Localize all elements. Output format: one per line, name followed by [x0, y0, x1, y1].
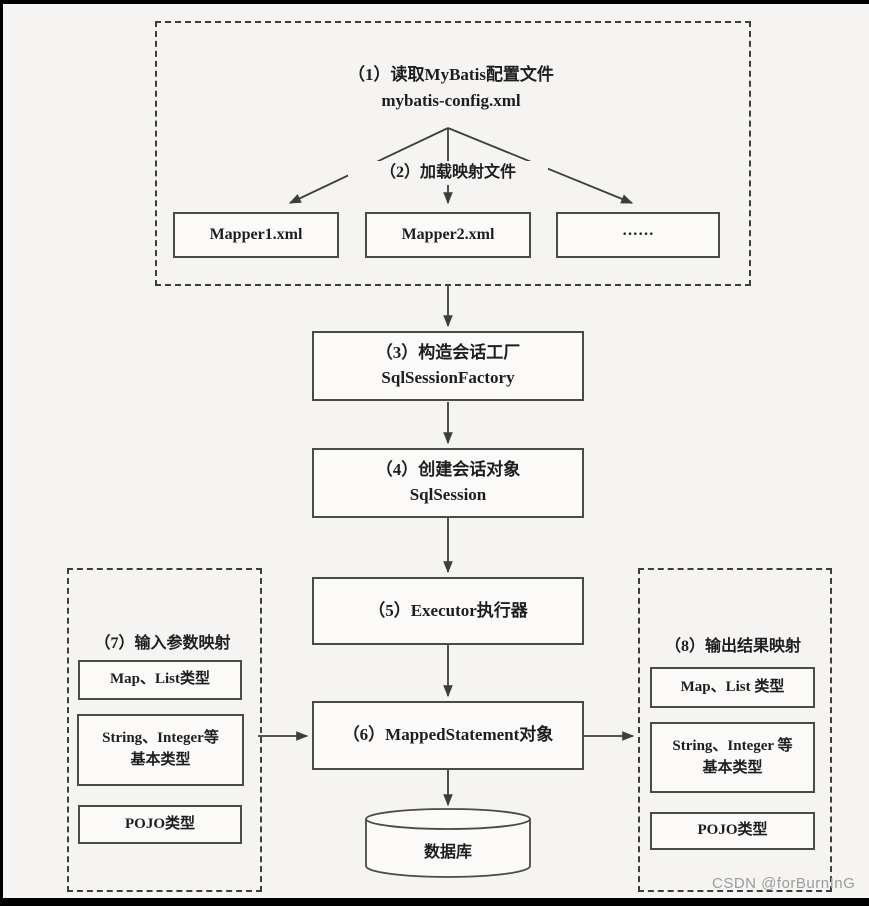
output-mapping-group: [638, 568, 832, 892]
config-load-group: [155, 21, 751, 286]
output-map-list-label: Map、List 类型: [680, 678, 785, 695]
output-string-integer-line2: 基本类型: [702, 759, 763, 776]
input-string-integer-line2: 基本类型: [130, 752, 191, 768]
input-map-list-label: Map、List类型: [109, 671, 210, 688]
step6-line1: （6）MappedStatement对象: [342, 725, 554, 745]
mapper1-box: Mapper1.xml: [173, 212, 339, 258]
step5-box: （5）Executor执行器: [312, 577, 584, 645]
input-group-title: （7）输入参数映射: [94, 635, 231, 652]
step5-line1: （5）Executor执行器: [368, 600, 528, 620]
mapper2-box: Mapper2.xml: [365, 212, 531, 258]
mapper2-label: Mapper2.xml: [401, 226, 495, 244]
mapper-ellipsis-box: ······: [556, 212, 720, 258]
input-string-integer-box: String、Integer等 基本类型: [77, 714, 244, 786]
output-string-integer-line1: String、Integer 等: [672, 737, 793, 754]
step1-label-line2: mybatis-config.xml: [381, 90, 521, 110]
step3-line1: （3）构造会话工厂: [375, 343, 521, 363]
frame-left-edge: [0, 0, 3, 906]
output-string-integer-box: String、Integer 等 基本类型: [650, 722, 815, 793]
input-pojo-box: POJO类型: [78, 805, 242, 844]
mapper-ellipsis-label: ······: [621, 226, 654, 244]
step1-label-line1: （1）读取MyBatis配置文件: [348, 65, 554, 84]
frame-bottom-edge: [0, 898, 869, 906]
frame-top-edge: [0, 0, 869, 4]
output-map-list-box: Map、List 类型: [650, 667, 815, 708]
input-mapping-group: [67, 568, 262, 892]
output-pojo-box: POJO类型: [650, 812, 815, 850]
step2-label: （2）加载映射文件: [348, 161, 548, 185]
mapper1-label: Mapper1.xml: [209, 226, 303, 244]
step1-label: （1）读取MyBatis配置文件 mybatis-config.xml: [155, 62, 747, 113]
step4-line2: SqlSession: [409, 485, 487, 504]
step4-box: （4）创建会话对象 SqlSession: [312, 448, 584, 518]
input-map-list-box: Map、List类型: [78, 660, 242, 700]
step6-box: （6）MappedStatement对象: [312, 701, 584, 770]
step3-line2: SqlSessionFactory: [381, 368, 515, 387]
csdn-watermark: CSDN @forBurnInG: [712, 875, 856, 892]
step4-line1: （4）创建会话对象: [375, 460, 521, 480]
database-label: 数据库: [423, 844, 472, 861]
output-group-title: （8）输出结果映射: [664, 638, 801, 655]
input-string-integer-line1: String、Integer等: [102, 730, 219, 747]
output-pojo-label: POJO类型: [697, 822, 768, 839]
input-pojo-label: POJO类型: [125, 815, 195, 832]
step3-box: （3）构造会话工厂 SqlSessionFactory: [312, 331, 584, 401]
